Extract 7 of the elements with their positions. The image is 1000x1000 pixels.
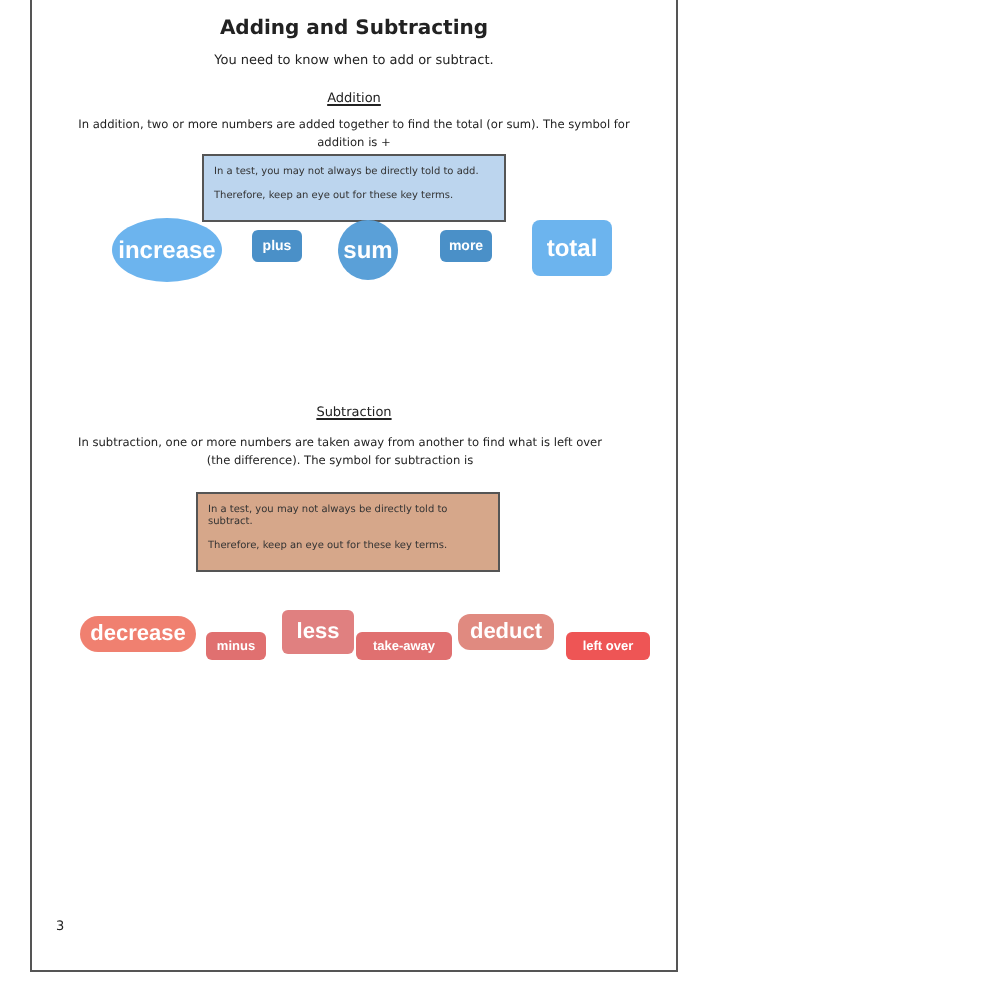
speech-bubble: increase <box>112 218 222 282</box>
speech-bubble: sum <box>338 220 398 280</box>
speech-bubble: total <box>532 220 612 276</box>
speech-bubble: deduct <box>458 614 554 650</box>
speech-bubble: decrease <box>80 616 196 652</box>
speech-bubble: less <box>282 610 354 654</box>
page-title: Adding and Subtracting <box>217 18 491 40</box>
